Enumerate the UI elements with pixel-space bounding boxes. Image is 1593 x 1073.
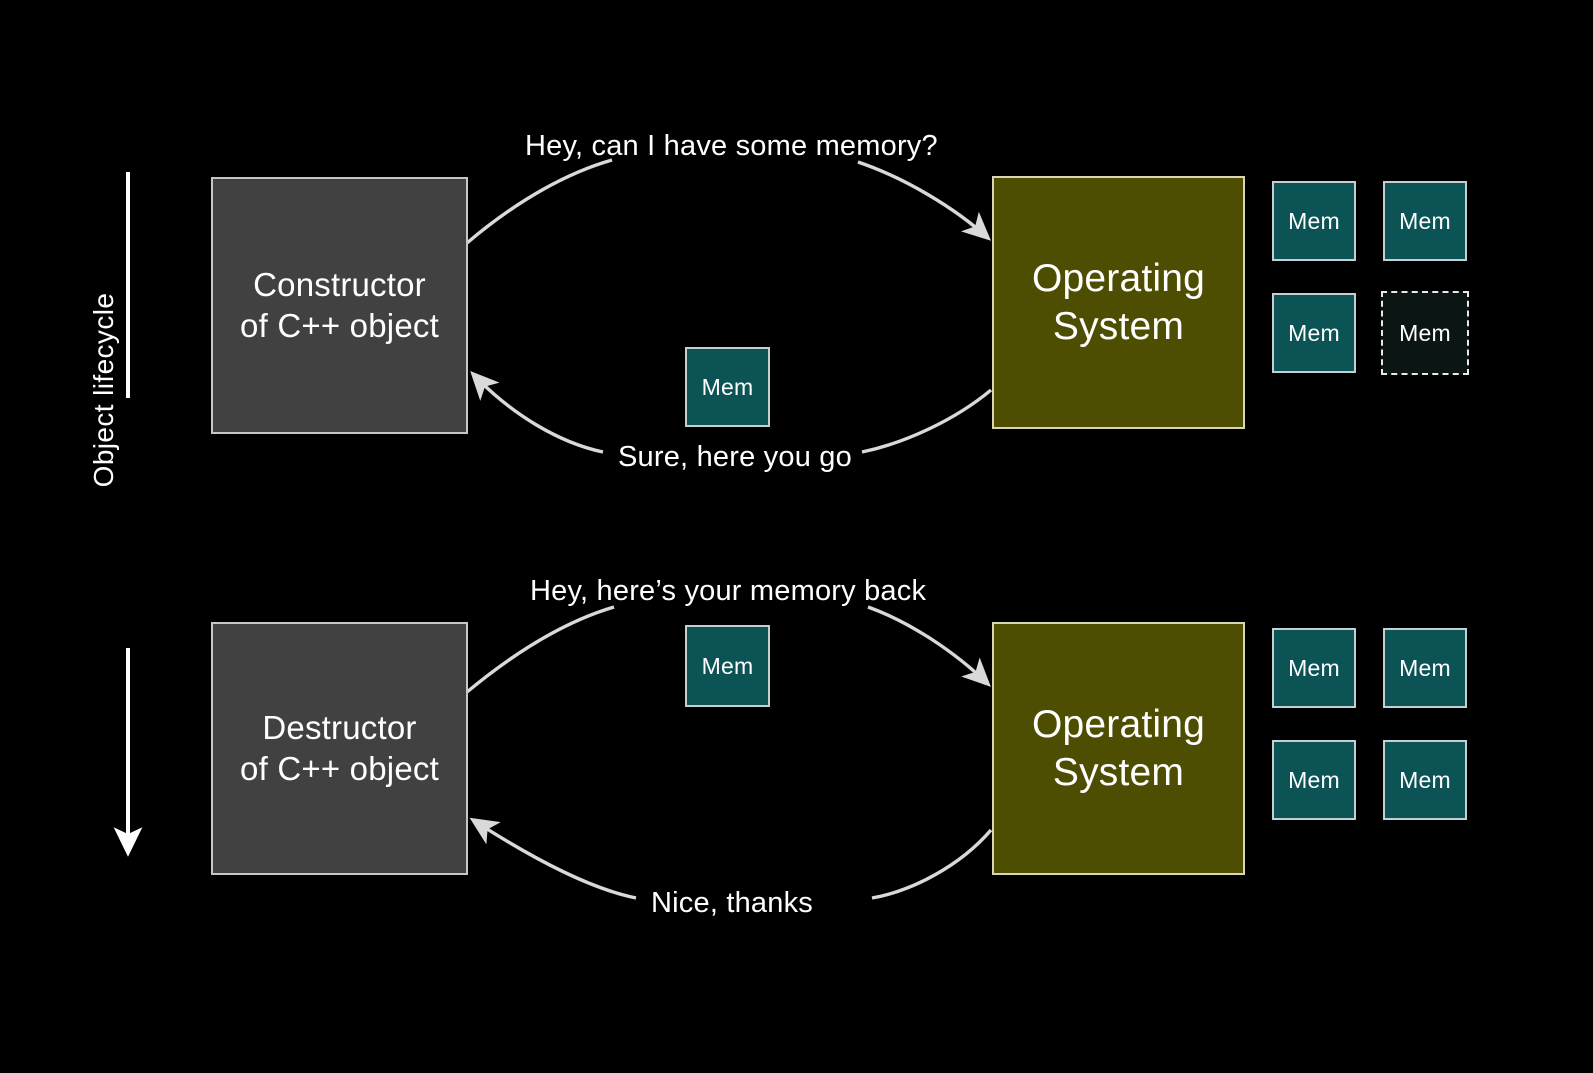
speech-request-construction: Hey, can I have some memory?	[525, 130, 938, 162]
destructor-box-label: Destructor of C++ object	[240, 709, 439, 787]
operating-system-box-label: Operating System	[1031, 256, 1206, 348]
constructor-box[interactable]: Constructor of C++ object	[211, 177, 468, 434]
mem-block-in-transit-construction[interactable]: Mem	[685, 347, 770, 427]
mem-pool-block-1-construction[interactable]: Mem	[1383, 181, 1467, 261]
mem-pool-block-0-construction[interactable]: Mem	[1272, 181, 1356, 261]
mem-pool-block-0-destruction[interactable]: Mem	[1272, 628, 1356, 708]
mem-block-label: Mem	[1399, 766, 1451, 793]
mem-block-label: Mem	[1288, 319, 1340, 346]
mem-pool-block-1-destruction[interactable]: Mem	[1383, 628, 1467, 708]
speech-reply-construction: Sure, here you go	[618, 441, 852, 473]
mem-block-label: Mem	[701, 373, 754, 400]
mem-block-label: Mem	[1288, 207, 1340, 234]
mem-block-label: Mem	[1288, 654, 1340, 681]
mem-pool-block-2-destruction[interactable]: Mem	[1272, 740, 1356, 820]
destructor-box[interactable]: Destructor of C++ object	[211, 622, 468, 875]
speech-request-destruction: Hey, here’s your memory back	[530, 575, 927, 607]
constructor-box-label: Constructor of C++ object	[240, 266, 439, 344]
speech-reply-destruction: Nice, thanks	[651, 887, 813, 919]
mem-pool-block-3-free-construction[interactable]: Mem	[1381, 291, 1469, 375]
mem-pool-block-2-construction[interactable]: Mem	[1272, 293, 1356, 373]
mem-block-label: Mem	[1399, 207, 1451, 234]
mem-pool-block-3-destruction[interactable]: Mem	[1383, 740, 1467, 820]
mem-block-label: Mem	[1399, 654, 1451, 681]
arrow-request-construction	[465, 158, 992, 245]
mem-block-label: Mem	[1288, 766, 1340, 793]
operating-system-box-destruction[interactable]: Operating System	[992, 622, 1245, 875]
mem-block-label: Mem	[701, 652, 754, 679]
mem-block-in-transit-destruction[interactable]: Mem	[685, 625, 770, 707]
operating-system-box-label: Operating System	[1031, 702, 1206, 794]
object-lifecycle-label: Object lifecycle	[88, 292, 119, 488]
mem-block-label: Mem	[1399, 319, 1451, 346]
operating-system-box-construction[interactable]: Operating System	[992, 176, 1245, 429]
